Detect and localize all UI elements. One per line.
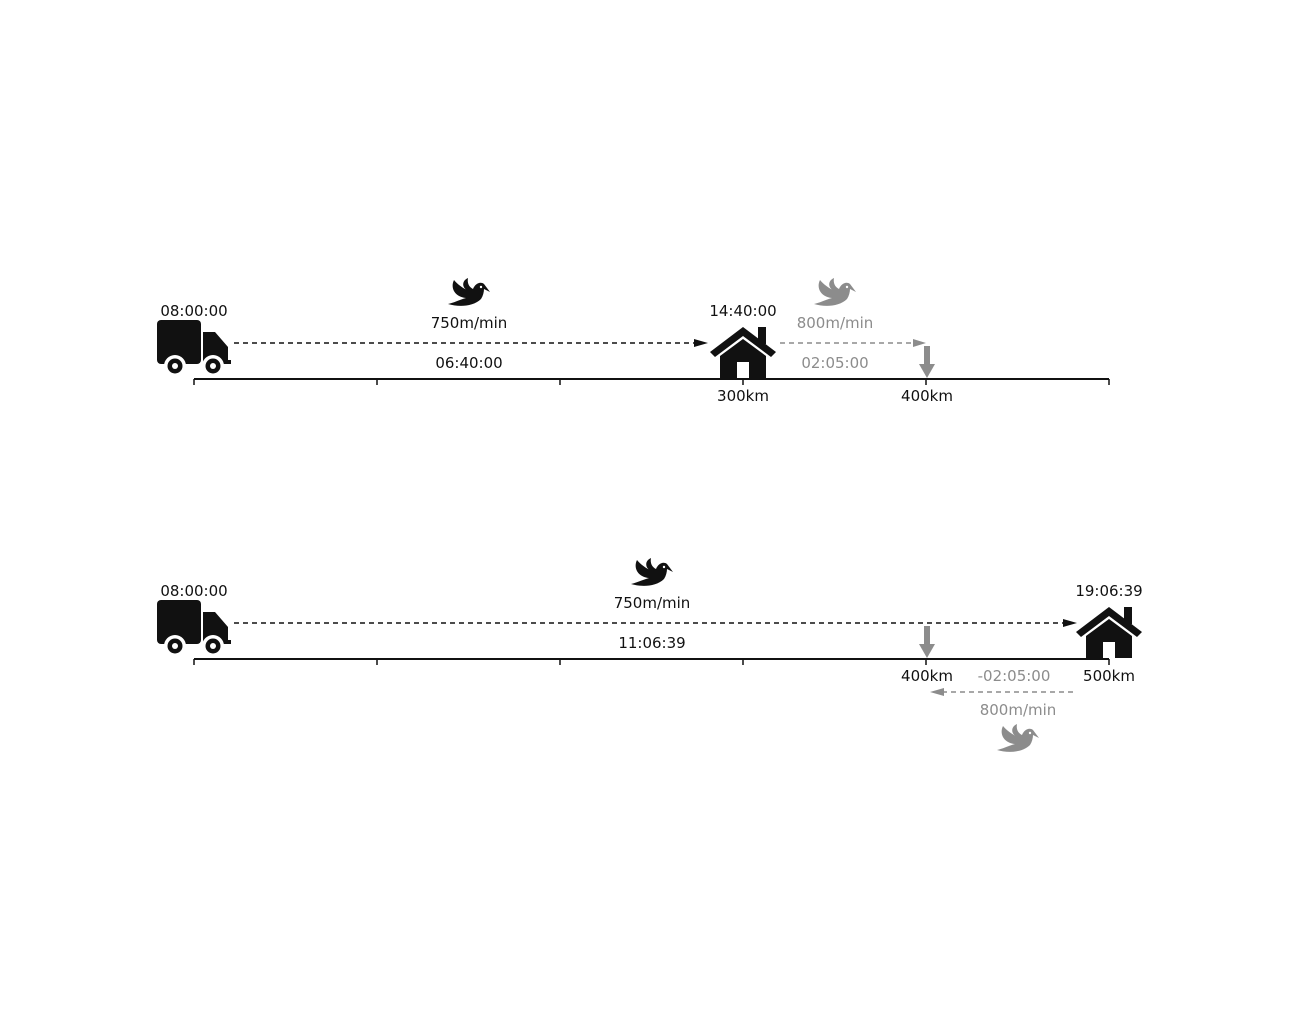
truck-icon (157, 600, 231, 657)
axis-ticks (193, 379, 1110, 385)
return-duration: -02:05:00 (978, 667, 1051, 685)
axis-ticks (193, 659, 1110, 665)
outbound-arrowhead (694, 339, 708, 347)
extension-arrowhead (913, 339, 926, 347)
truck-icon (157, 320, 231, 377)
return-arrowhead (930, 688, 944, 696)
dove-icon (814, 278, 856, 306)
scenario-1: 08:00:00 750m/min 06:40:00 14:40:00 300k… (157, 278, 1110, 405)
marker-distance: 400km (901, 667, 953, 685)
start-time: 08:00:00 (160, 302, 227, 320)
extension-speed: 800m/min (797, 314, 874, 332)
house-icon (710, 327, 776, 378)
down-arrow-icon (919, 346, 935, 378)
scenario-2: 08:00:00 750m/min 11:06:39 19:06:39 500k… (157, 558, 1143, 752)
down-arrow-icon (919, 626, 935, 658)
outbound-duration: 06:40:00 (435, 354, 502, 372)
house-icon (1076, 607, 1142, 658)
dove-icon (448, 278, 490, 306)
outbound-arrowhead (1063, 619, 1077, 627)
arrival-time: 14:40:00 (709, 302, 776, 320)
outbound-speed: 750m/min (431, 314, 508, 332)
outbound-duration: 11:06:39 (618, 634, 685, 652)
return-speed: 800m/min (980, 701, 1057, 719)
arrival-time: 19:06:39 (1075, 582, 1142, 600)
dove-icon (997, 724, 1039, 752)
dove-icon (631, 558, 673, 586)
outbound-speed: 750m/min (614, 594, 691, 612)
arrival-distance: 500km (1083, 667, 1135, 685)
arrival-distance: 300km (717, 387, 769, 405)
extension-duration: 02:05:00 (801, 354, 868, 372)
start-time: 08:00:00 (160, 582, 227, 600)
marker-distance: 400km (901, 387, 953, 405)
